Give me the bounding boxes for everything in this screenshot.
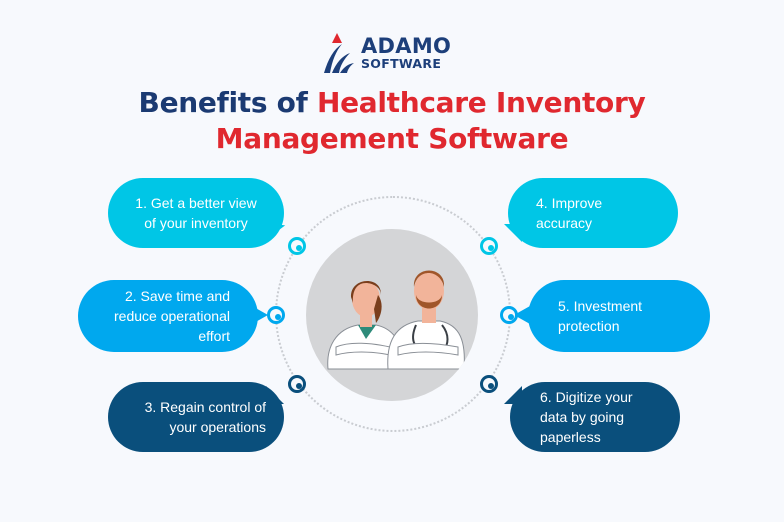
title-line2: Management Software bbox=[215, 122, 569, 155]
benefit-3-node-icon bbox=[288, 375, 306, 393]
title-part-navy: Benefits of bbox=[138, 86, 317, 119]
benefit-1-node-icon bbox=[288, 237, 306, 255]
benefit-6-text: 6. Digitize your data by going paperless bbox=[540, 389, 633, 445]
logo-sub-text: SOFTWARE bbox=[361, 56, 442, 71]
benefit-2-node-icon bbox=[267, 306, 285, 324]
benefit-6-tail bbox=[504, 386, 522, 404]
logo-main-text: ADAMO bbox=[361, 34, 452, 58]
doctors-icon bbox=[327, 270, 465, 370]
benefit-5-text: 5. Investment protection bbox=[558, 298, 643, 334]
logo-mark-icon bbox=[324, 33, 354, 73]
benefit-1-bubble: 1. Get a better view of your inventory bbox=[108, 178, 284, 248]
benefit-5-tail bbox=[514, 306, 530, 324]
benefit-6-bubble: 6. Digitize your data by going paperless bbox=[510, 382, 680, 452]
benefit-4-bubble: 4. Improve accuracy bbox=[508, 178, 678, 248]
doctors-illustration bbox=[306, 229, 478, 401]
benefit-5-bubble: 5. Investment protection bbox=[528, 280, 710, 352]
benefit-1-tail bbox=[264, 222, 286, 244]
benefit-4-text: 4. Improve accuracy bbox=[536, 195, 603, 231]
benefit-2-tail bbox=[252, 306, 268, 324]
benefit-4-tail bbox=[504, 224, 522, 242]
page-title: Benefits of Healthcare Inventory Managem… bbox=[0, 85, 784, 157]
benefit-6-node-icon bbox=[480, 375, 498, 393]
benefit-2-bubble: 2. Save time and reduce operational effo… bbox=[78, 280, 258, 352]
benefit-2-text: 2. Save time and reduce operational effo… bbox=[114, 288, 230, 344]
benefit-3-bubble: 3. Regain control of your operations bbox=[108, 382, 284, 452]
adamo-logo: ADAMO SOFTWARE bbox=[320, 31, 470, 75]
benefit-1-text: 1. Get a better view of your inventory bbox=[135, 195, 257, 231]
title-part-red: Healthcare Inventory bbox=[316, 86, 646, 119]
benefit-3-text: 3. Regain control of your operations bbox=[144, 399, 266, 435]
benefit-5-node-icon bbox=[500, 306, 518, 324]
benefit-3-tail bbox=[266, 386, 284, 404]
benefit-4-node-icon bbox=[480, 237, 498, 255]
